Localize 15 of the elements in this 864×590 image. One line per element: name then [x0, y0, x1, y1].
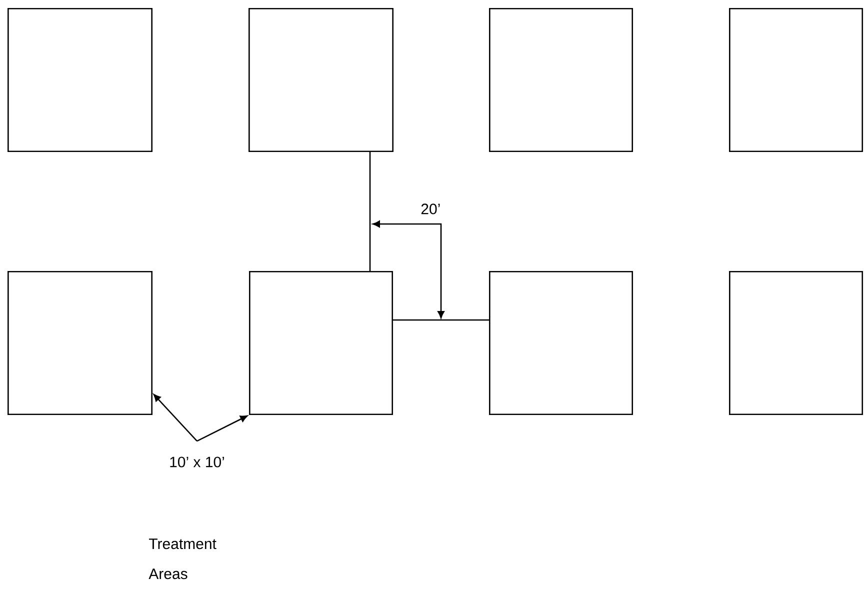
- plot-square: [249, 271, 393, 415]
- caption-text: Treatment Areas: [148, 538, 216, 580]
- plot-square: [8, 271, 152, 415]
- spacing-line: [393, 319, 489, 321]
- leader-arrow: [196, 415, 248, 442]
- plot-square: [248, 8, 394, 152]
- leader-arrow: [153, 394, 198, 442]
- plot-square: [489, 271, 633, 415]
- plot-square: [729, 271, 863, 415]
- spacing-line: [369, 152, 371, 271]
- plot-square: [8, 8, 152, 152]
- dimension-text: 20’: [421, 204, 440, 214]
- plot-square: [729, 8, 863, 152]
- plot-square: [489, 8, 633, 152]
- dimension-text: 10’ x 10’: [170, 456, 224, 468]
